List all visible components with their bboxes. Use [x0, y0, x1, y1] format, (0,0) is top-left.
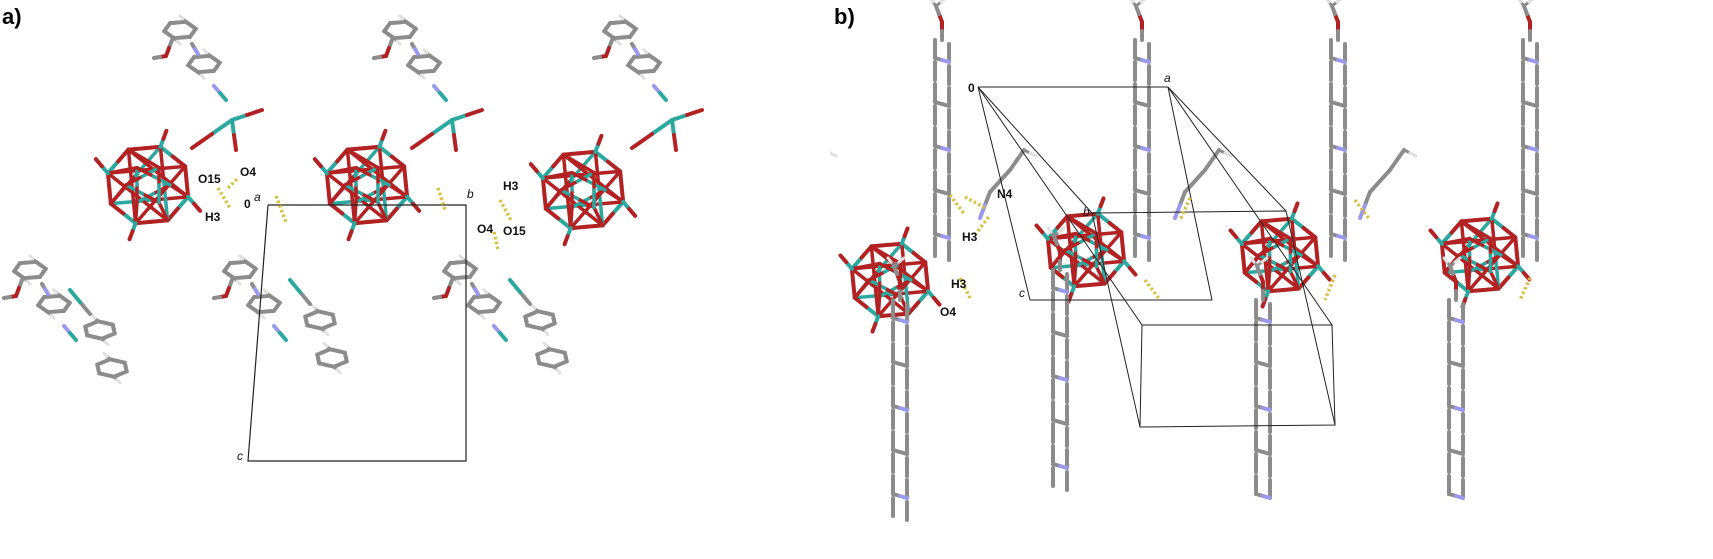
atom-label-h3: H3	[205, 210, 221, 224]
origin-label: 0	[968, 81, 975, 95]
atom-label-h3: H3	[962, 230, 978, 244]
axis-label-b: b	[467, 187, 474, 201]
axis-label-b: b	[1083, 205, 1090, 219]
unit-cell-a	[247, 204, 467, 462]
atom-label-o15: O15	[198, 172, 221, 186]
crystal-packing-b: 0 a b c N4 H3 H3 O4	[830, 0, 1539, 522]
molecular-structure-b	[830, 0, 1539, 522]
panel-label-b: b)	[834, 4, 855, 29]
atom-label-n4: N4	[997, 187, 1013, 201]
atom-label-h3: H3	[951, 277, 967, 291]
atom-label-o4: O4	[940, 305, 956, 319]
atom-label-o4: O4	[477, 222, 493, 236]
hydrogen-bonds-a	[216, 176, 514, 251]
axis-label-a: a	[1164, 71, 1171, 85]
unit-cell-b	[977, 86, 1336, 428]
axis-label-c: c	[1019, 286, 1025, 300]
crystal-packing-a: 0 a b c O15 O4 H3 H3 O4 O15	[2, 14, 704, 463]
axis-label-c: c	[237, 449, 243, 463]
molecular-structure-a	[2, 14, 704, 385]
atom-label-o4: O4	[240, 165, 256, 179]
atom-label-o15: O15	[503, 224, 526, 238]
panel-a: 0 a b c O15 O4 H3 H3 O4 O15 a)	[0, 0, 830, 559]
origin-label: 0	[244, 197, 251, 211]
axis-label-a: a	[254, 190, 261, 204]
hydrogen-bonds-b	[948, 193, 1532, 302]
atom-label-h3: H3	[503, 179, 519, 193]
panel-label-a: a)	[2, 4, 22, 29]
panel-b: 0 a b c N4 H3 H3 O4 b)	[830, 0, 1713, 559]
